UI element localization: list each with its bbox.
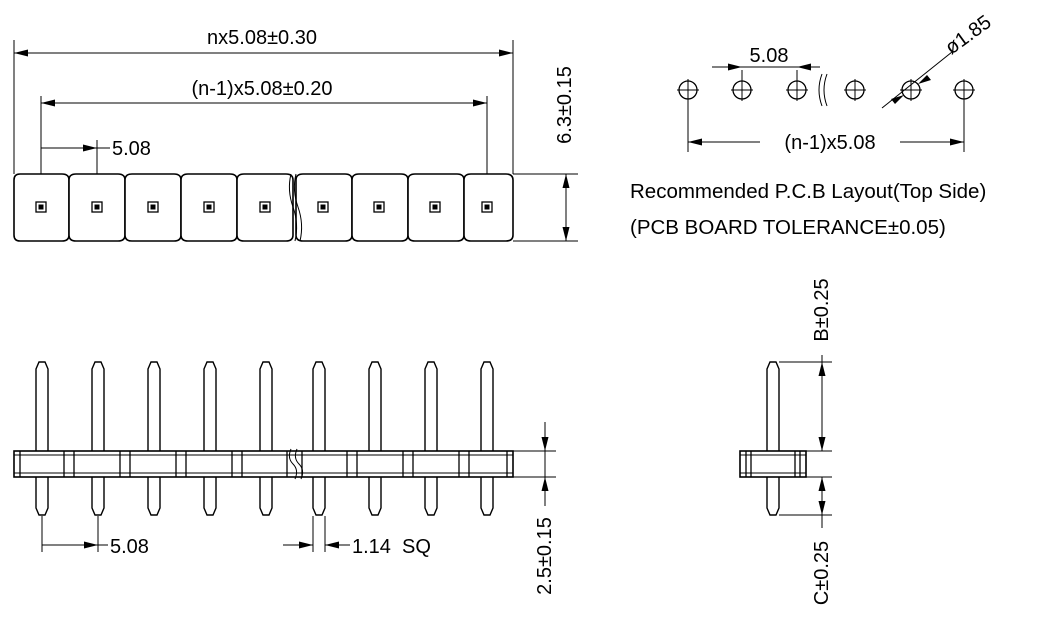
hole-diameter-label: ø1.85 xyxy=(941,11,995,59)
side-view: B±0.25 C±0.25 xyxy=(739,278,833,605)
top-housing xyxy=(13,173,514,242)
front-lower-pins xyxy=(35,477,494,516)
top-pitch-label: 5.08 xyxy=(112,138,151,160)
pcb-holes xyxy=(677,79,975,101)
height-dimension: 6.3±0.15 xyxy=(513,66,578,242)
pcb-pitch-label: 5.08 xyxy=(750,45,789,67)
upper-length-label: B±0.25 xyxy=(811,278,833,341)
pcb-caption-line1: Recommended P.C.B Layout(Top Side) xyxy=(630,180,986,203)
pcb-layout: 5.08 ø1.85 (n-1)x5.0 xyxy=(630,11,996,239)
front-view: 5.08 1.14 SQ 2.5±0.15 xyxy=(13,361,556,595)
pcb-span-label: (n-1)x5.08 xyxy=(784,132,875,154)
inner-length-dimension: (n-1)x5.08±0.20 xyxy=(41,78,487,107)
height-label: 6.3±0.15 xyxy=(554,66,576,144)
front-upper-pins xyxy=(35,361,494,451)
pin-size-label: 1.14 SQ xyxy=(352,536,431,558)
overall-length-label: nx5.08±0.30 xyxy=(207,27,317,49)
top-pin-squares xyxy=(35,201,493,213)
lower-length-label: C±0.25 xyxy=(811,541,833,605)
top-pitch-dimension: 5.08 xyxy=(41,138,151,160)
inner-length-label: (n-1)x5.08±0.20 xyxy=(191,78,332,100)
front-housing xyxy=(13,448,514,480)
overall-length-dimension: nx5.08±0.30 xyxy=(14,27,513,57)
top-view: nx5.08±0.30 (n-1)x5.08±0.20 5.08 6.3±0.1… xyxy=(13,27,578,242)
body-height-label: 2.5±0.15 xyxy=(534,517,556,595)
pcb-caption-line2: (PCB BOARD TOLERANCE±0.05) xyxy=(630,216,946,239)
front-pitch-label: 5.08 xyxy=(110,536,149,558)
